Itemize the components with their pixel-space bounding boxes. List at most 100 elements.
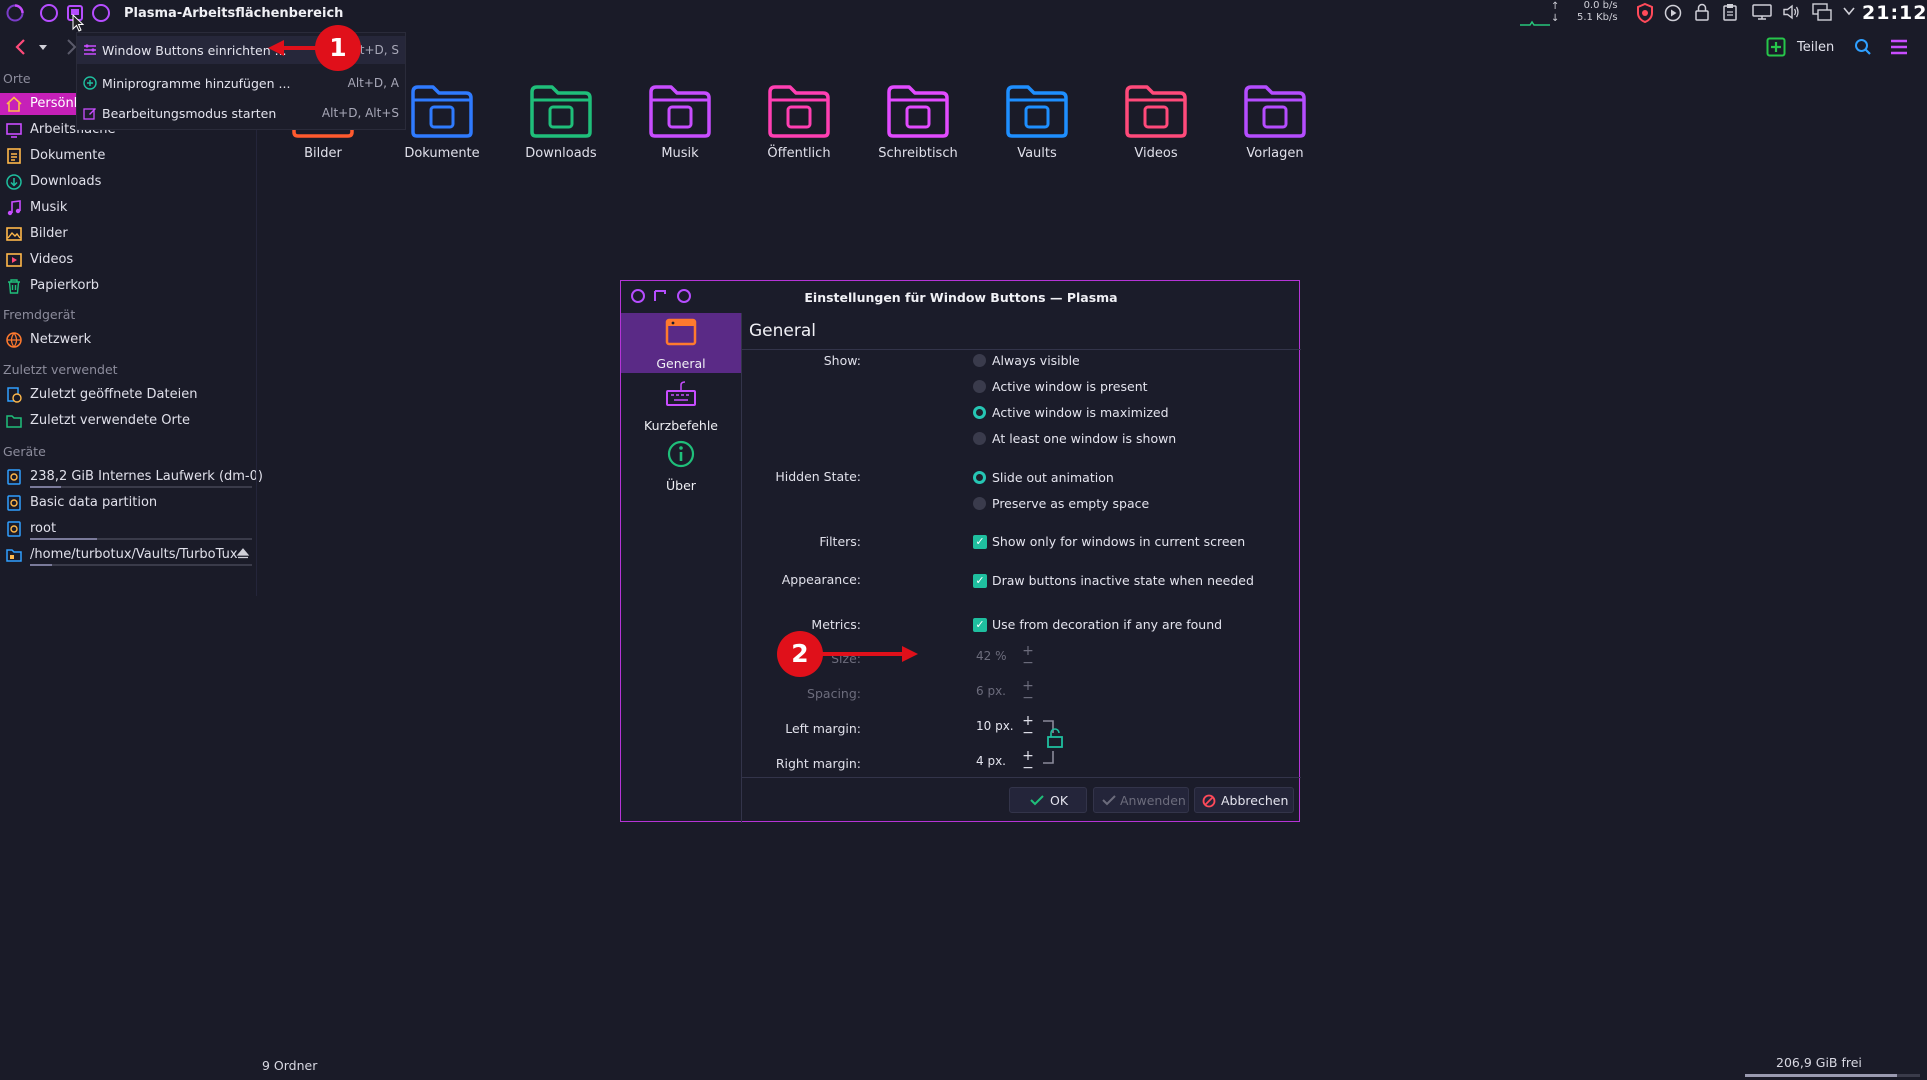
circle-button-icon[interactable] [92,4,110,22]
dialog-tab-general[interactable]: General [621,313,741,373]
sidebar-item-home[interactable]: Persönl [0,93,255,115]
chevron-down-icon[interactable] [1843,6,1855,16]
checkbox-metrics[interactable]: ✓ [973,618,987,632]
checkbox-appearance[interactable]: ✓ [973,574,987,588]
apply-button[interactable]: Anwenden [1093,787,1189,813]
search-icon[interactable] [1854,38,1872,56]
plasma-logo-icon[interactable] [6,4,24,22]
radio-active-window-present[interactable] [973,380,986,393]
mouse-cursor-icon [72,13,85,32]
folder-item[interactable]: Schreibtisch [863,82,973,172]
sidebar-item-music[interactable]: Musik [0,197,255,219]
dropdown-icon[interactable] [38,44,48,52]
network-icon[interactable] [1812,3,1832,21]
sidebar-item-recent-places[interactable]: Zuletzt verwendete Orte [0,410,255,432]
circle-button-icon[interactable] [40,4,58,22]
dialog-close-button[interactable] [631,289,645,303]
radio-slide-out[interactable] [973,471,986,484]
option-label[interactable]: Use from decoration if any are found [992,617,1223,632]
sidebar-item-documents[interactable]: Dokumente [0,145,255,167]
spacing-label: Spacing: [807,686,861,701]
dialog-tab-shortcuts[interactable]: Kurzbefehle [621,375,741,435]
sidebar-item-videos[interactable]: Videos [0,249,255,271]
public-folder-icon [768,85,830,138]
sidebar-item-recent-files[interactable]: Zuletzt geöffnete Dateien [0,384,255,406]
play-icon[interactable] [1664,4,1682,22]
folder-item[interactable]: Downloads [506,82,616,172]
menu-item-add-widgets[interactable]: Miniprogramme hinzufügen ... Alt+D, A [77,69,405,97]
option-label[interactable]: Active window is present [992,379,1148,394]
option-label[interactable]: Always visible [992,353,1080,368]
share-button[interactable]: Teilen [1797,40,1835,55]
share-icon[interactable] [1766,37,1786,57]
back-icon[interactable] [14,38,28,56]
dialog-tab-about[interactable]: Über [621,435,741,495]
menu-item-label: Window Buttons einrichten ... [102,43,287,58]
display-icon[interactable] [1752,3,1772,21]
option-label[interactable]: Draw buttons inactive state when needed [992,573,1254,588]
clock[interactable]: 21:12 [1862,2,1927,24]
checkbox-filters[interactable]: ✓ [973,535,987,549]
sidebar-item-drive-internal[interactable]: 238,2 GiB Internes Laufwerk (dm-0) [0,466,263,488]
minus-icon[interactable]: − [1022,725,1034,741]
plus-icon[interactable]: + [1022,713,1034,729]
size-spinbox[interactable]: 42 % + − [973,643,1035,671]
plus-icon[interactable]: + [1022,748,1034,764]
dialog-keep-above-icon[interactable] [653,289,667,303]
sidebar-item-basic-data[interactable]: Basic data partition [0,492,255,514]
folder-item[interactable]: Öffentlich [744,82,854,172]
shield-icon[interactable] [1636,2,1654,24]
sidebar-item-label: Videos [30,252,74,267]
minus-icon[interactable]: − [1022,690,1034,706]
add-widget-icon [83,76,97,90]
left-margin-spinbox[interactable]: 10 px. + − [973,713,1035,741]
sidebar-item-trash[interactable]: Papierkorb [0,275,255,297]
hamburger-menu-icon[interactable] [1890,39,1908,55]
annotation-arrow-1 [268,40,316,56]
option-label[interactable]: Preserve as empty space [992,496,1150,511]
section-recent: Zuletzt verwendet [3,362,118,377]
spacing-spinbox[interactable]: 6 px. + − [973,678,1035,706]
minus-icon[interactable]: − [1022,760,1034,776]
folder-item[interactable]: Dokumente [387,82,497,172]
ok-button[interactable]: OK [1009,787,1087,813]
folder-item[interactable]: Vorlagen [1220,82,1330,172]
option-label[interactable]: Show only for windows in current screen [992,534,1246,549]
sidebar-item-root[interactable]: root [0,518,255,540]
option-label[interactable]: Slide out animation [992,470,1114,485]
forward-icon[interactable] [64,38,78,56]
configure-icon [84,44,96,55]
minus-icon[interactable]: − [1022,655,1034,671]
sidebar-item-vault[interactable]: /home/turbotux/Vaults/TurboTux [0,544,255,566]
cancel-button[interactable]: Abbrechen [1194,787,1294,813]
menu-item-edit-mode[interactable]: Bearbeitungsmodus starten Alt+D, Alt+S [77,99,405,127]
folder-label: Dokumente [404,146,480,161]
sidebar-item-downloads[interactable]: Downloads [0,171,255,193]
cancel-icon [1202,794,1216,808]
eject-icon[interactable] [236,547,250,561]
sidebar-item-network[interactable]: Netzwerk [0,329,255,351]
plus-icon[interactable]: + [1022,678,1034,694]
volume-icon[interactable] [1782,3,1800,21]
dialog-tab-label: Über [666,478,696,493]
clipboard-icon[interactable] [1722,3,1738,21]
folder-label: Vorlagen [1246,146,1304,161]
dialog-heading: General [749,321,816,341]
lock-icon[interactable] [1694,3,1710,21]
radio-active-window-maximized[interactable] [973,406,986,419]
radio-preserve-space[interactable] [973,497,986,510]
plus-icon[interactable]: + [1022,643,1034,659]
right-margin-spinbox[interactable]: 4 px. + − [973,748,1035,776]
radio-always-visible[interactable] [973,354,986,367]
folder-item[interactable]: Vaults [982,82,1092,172]
option-label[interactable]: At least one window is shown [992,431,1177,446]
section-devices: Geräte [3,444,46,459]
link-margins-icon[interactable] [1041,719,1065,765]
sidebar-item-pictures[interactable]: Bilder [0,223,255,245]
folder-item[interactable]: Videos [1101,82,1211,172]
dialog-maximize-button[interactable] [677,289,691,303]
folder-item[interactable]: Musik [625,82,735,172]
option-label[interactable]: Active window is maximized [992,405,1169,420]
radio-at-least-one-window[interactable] [973,432,986,445]
hidden-state-label: Hidden State: [775,469,861,484]
